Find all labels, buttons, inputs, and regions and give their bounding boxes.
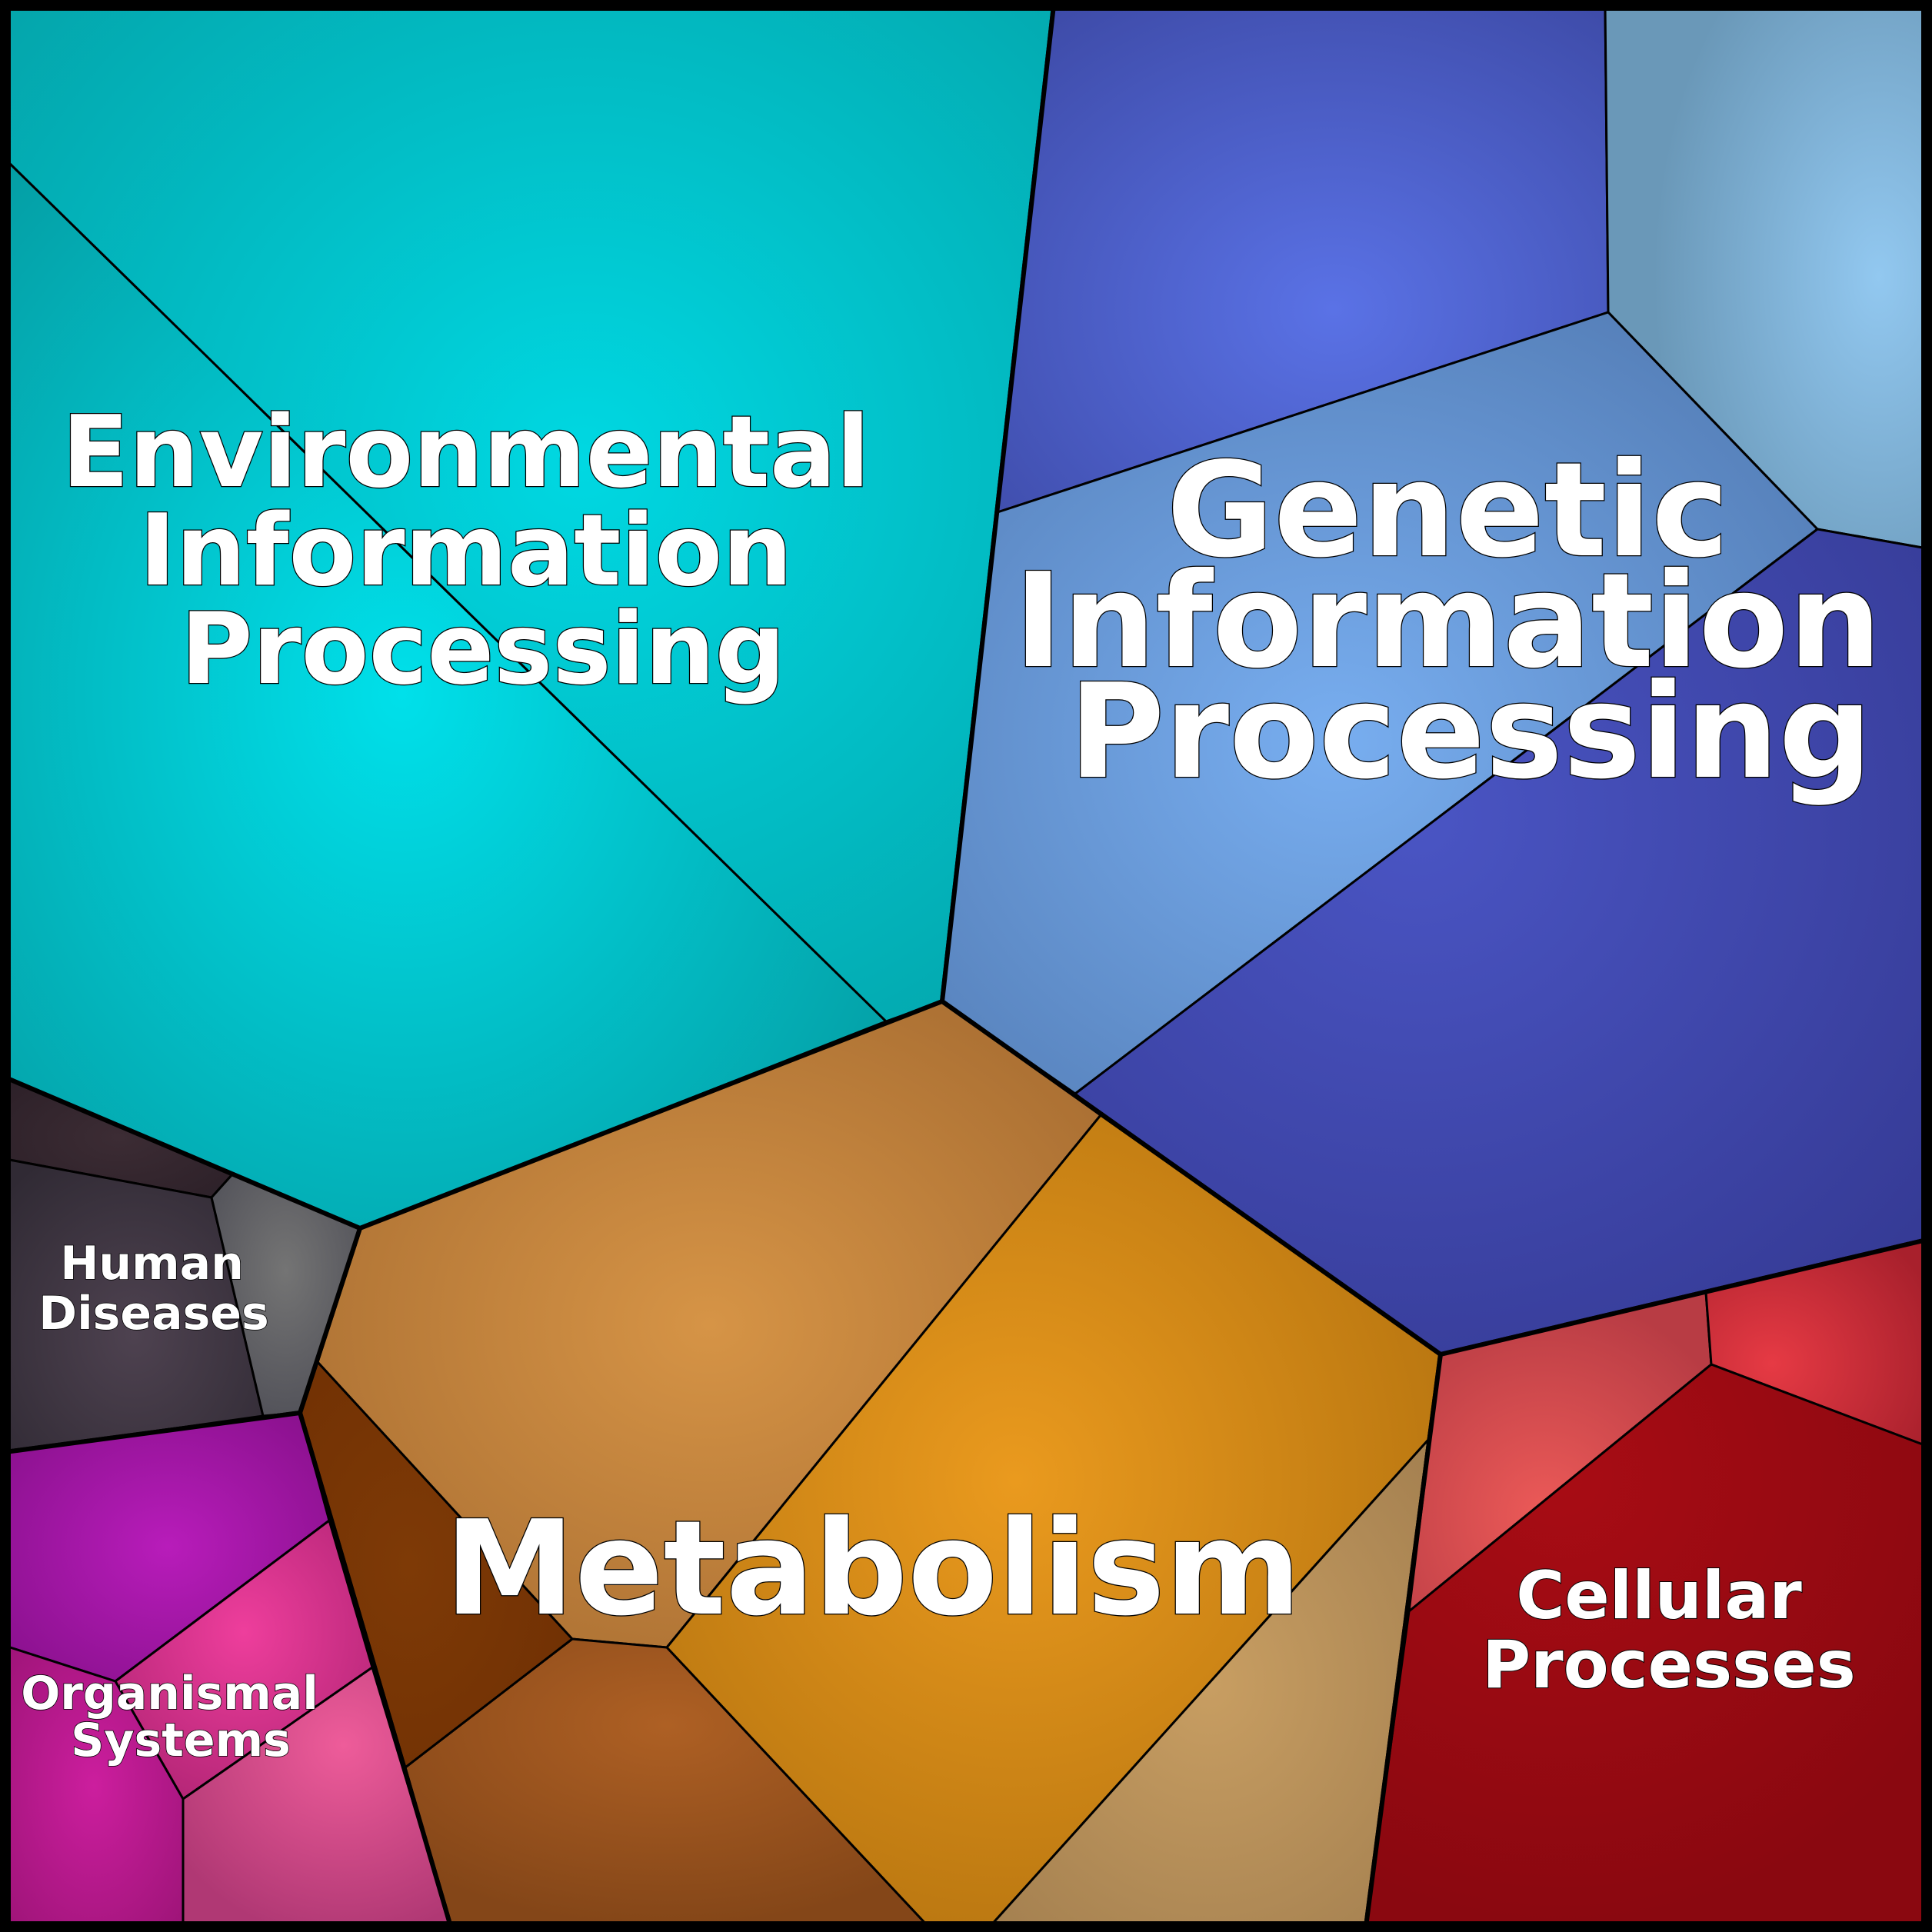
label-line: Systems [71, 1714, 291, 1767]
label-line: Processes [1482, 1627, 1856, 1704]
region-human-diseases [3, 1075, 362, 1454]
label-line: Environmental [62, 395, 870, 510]
label-environmental-information-processing: Environmental Information Processing [62, 395, 904, 707]
label-line: Processing [1069, 656, 1873, 808]
label-organismal-systems: Organismal Systems [21, 1667, 335, 1767]
label-line: Diseases [38, 1287, 268, 1341]
label-metabolism: Metabolism [445, 1493, 1301, 1645]
label-genetic-information-processing: Genetic Information Processing [1014, 435, 1927, 808]
label-line: Organismal [21, 1667, 318, 1720]
region-genetic-information-processing [940, 3, 1929, 1357]
region-cellular-processes [1364, 1237, 1929, 1929]
region-metabolism [298, 999, 1443, 1929]
label-line: Information [139, 494, 792, 608]
label-line: Information [1014, 545, 1881, 698]
label-line: Cellular [1516, 1557, 1802, 1634]
label-cellular-processes: Cellular Processes [1482, 1557, 1856, 1704]
label-line: Human [60, 1237, 244, 1291]
label-human-diseases: Human Diseases [38, 1237, 268, 1341]
label-line: Genetic [1167, 435, 1729, 587]
label-line: Processing [181, 592, 786, 707]
